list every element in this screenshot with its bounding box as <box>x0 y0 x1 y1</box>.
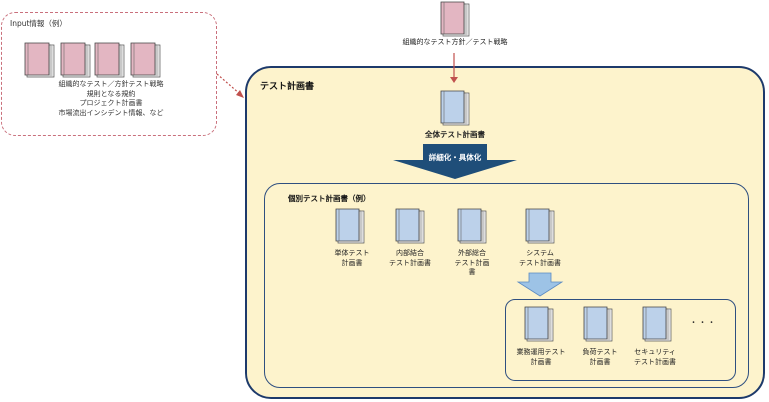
sub-plan-book-icon <box>642 306 672 342</box>
individual-plan-label-line: 書 <box>468 268 476 276</box>
input-connector-line <box>216 73 241 95</box>
input-info-title: Input情報（例） <box>10 19 67 28</box>
overall-plan-book-icon <box>440 90 470 126</box>
input-line: 規則となる規約 <box>86 89 136 98</box>
input-connector-arrowhead <box>236 90 244 98</box>
sub-plan-label-line: 計画書 <box>589 357 611 366</box>
input-info-list: 組織的なテスト／方針テスト戦略 規則となる規約 プロジェクト計画書 市場流出イン… <box>36 80 186 118</box>
individual-plan-label: 単体テスト計画書 <box>322 249 382 268</box>
individual-plan-label-line: テスト計画 <box>454 258 490 267</box>
individual-plan-book-icon <box>335 208 365 244</box>
individual-plan-label-line: テスト計画書 <box>519 258 561 267</box>
input-book-icon <box>24 42 55 78</box>
sub-plan-label-line: 負荷テスト <box>582 348 618 356</box>
overall-test-plan-label: 全体テスト計画書 <box>425 130 485 139</box>
individual-plan-book-icon <box>457 208 487 244</box>
sub-plan-label-line: テスト計画書 <box>634 357 676 366</box>
refinement-arrow-label: 詳細化・具体化 <box>428 153 482 162</box>
sub-plan-label: 業務運用テスト計画書 <box>508 348 574 367</box>
sub-plan-label-line: 業務運用テスト <box>516 348 566 356</box>
individual-plan-label-line: 単体テスト <box>334 249 370 257</box>
org-policy-book-icon <box>440 1 470 37</box>
individual-plans-title: 個別テスト計画書（例） <box>288 194 371 203</box>
input-book-icon <box>60 42 91 78</box>
system-breakdown-arrow <box>516 272 564 297</box>
sub-plan-book-icon <box>524 306 554 342</box>
org-policy-label: 組織的なテスト方針／テスト戦略 <box>402 38 508 46</box>
individual-plan-book-icon <box>395 208 425 244</box>
sub-plan-label: セキュリティテスト計画書 <box>622 348 688 367</box>
input-line: 市場流出インシデント情報、など <box>58 108 164 117</box>
individual-plan-label-line: テスト計画書 <box>389 258 431 267</box>
individual-plan-label-line: 計画書 <box>341 258 363 267</box>
top-doc-connector-arrowhead <box>450 77 458 83</box>
individual-plan-label-line: 外部総合 <box>458 249 486 257</box>
sub-plan-book-icon <box>583 306 613 342</box>
individual-plan-label-line: システム <box>526 249 554 257</box>
individual-plan-label-line: 内部結合 <box>396 249 424 257</box>
input-line: 組織的なテスト／方針テスト戦略 <box>58 80 164 88</box>
test-plan-title: テスト計画書 <box>260 82 315 92</box>
input-line: プロジェクト計画書 <box>79 99 143 107</box>
sub-plan-label-line: セキュリティ <box>634 348 676 356</box>
more-ellipsis: ・・・ <box>689 318 717 327</box>
refinement-arrow <box>393 144 517 179</box>
sub-plan-label-line: 計画書 <box>530 357 552 366</box>
sub-plan-label: 負荷テスト計画書 <box>567 348 633 367</box>
individual-plan-label: システムテスト計画書 <box>510 249 570 268</box>
individual-plan-label: 内部結合テスト計画書 <box>380 249 440 268</box>
input-book-icon <box>130 42 161 78</box>
individual-plan-book-icon <box>525 208 555 244</box>
individual-plan-label: 外部総合テスト計画書 <box>442 249 502 278</box>
input-book-icon <box>94 42 125 78</box>
